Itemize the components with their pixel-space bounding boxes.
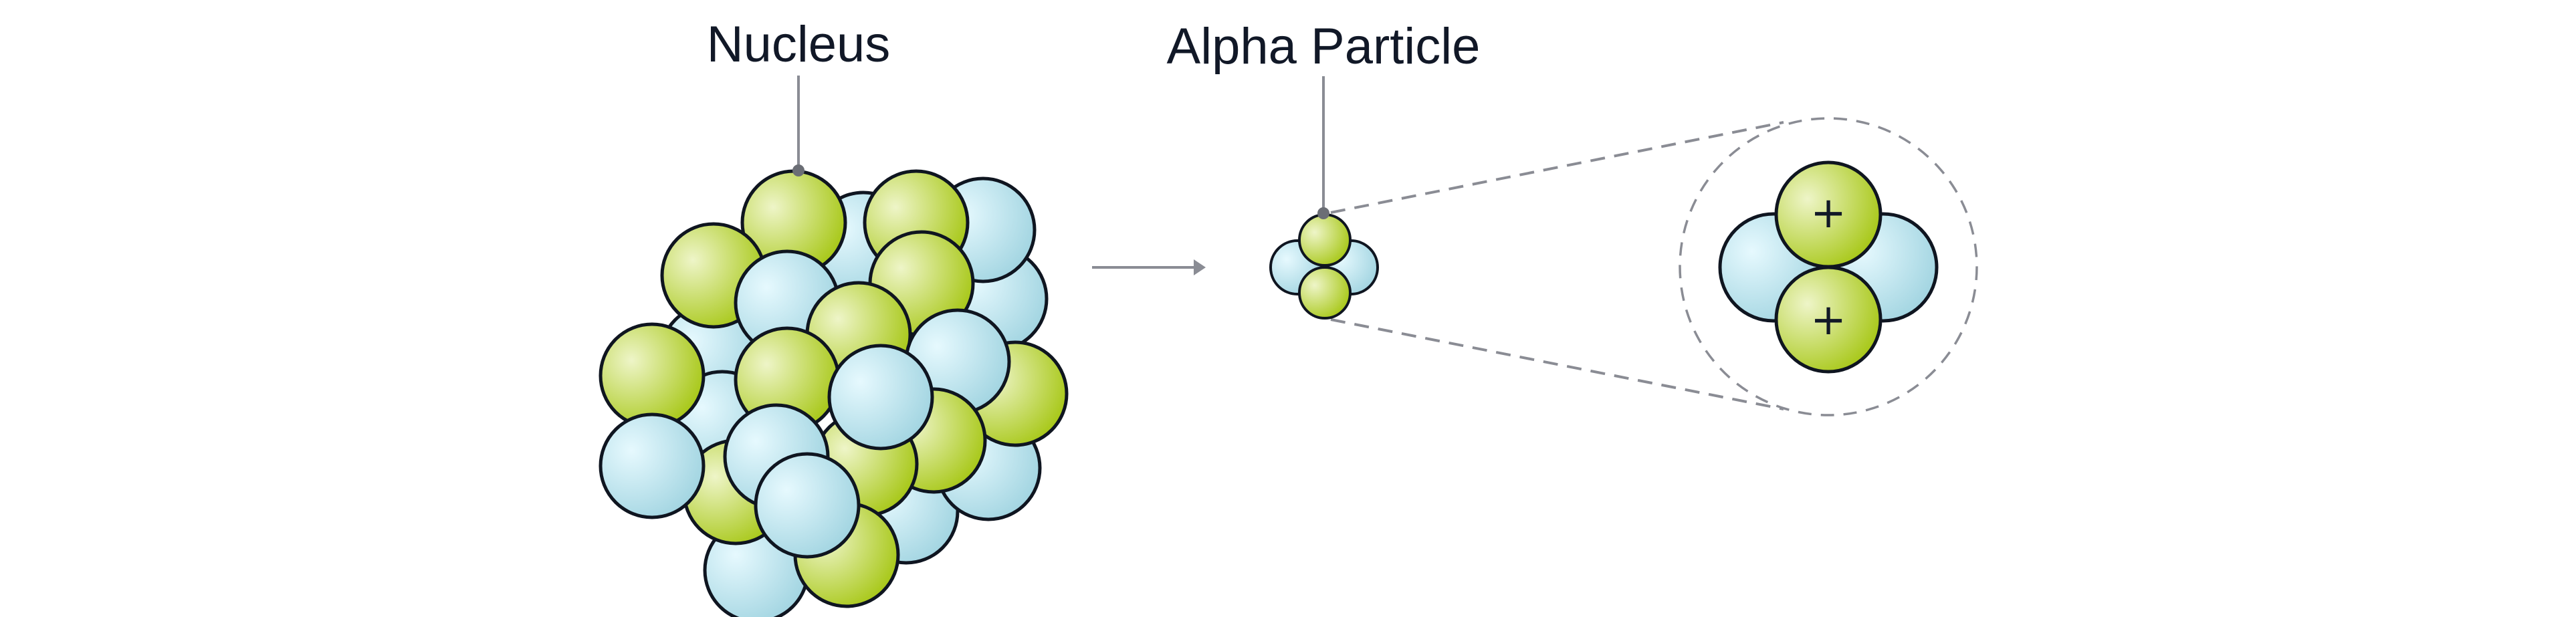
charge-label-2: + — [1810, 295, 1846, 345]
alpha-particle-small — [1269, 213, 1379, 320]
zoom-guide-top — [1330, 121, 1784, 214]
zoom-guides — [1330, 117, 1978, 416]
arrow — [1092, 259, 1206, 275]
zoom-guide-bottom — [1330, 318, 1784, 410]
neutron — [827, 344, 934, 451]
proton — [1774, 265, 1883, 374]
arrow-head-icon — [1194, 259, 1206, 275]
charge-label-1: + — [1810, 189, 1846, 238]
neutron — [599, 412, 706, 519]
neutron — [754, 452, 861, 559]
alpha-particle-label: Alpha Particle — [1167, 18, 1481, 75]
alpha-particle-magnified — [1718, 160, 1939, 374]
nucleus-label: Nucleus — [707, 16, 891, 73]
magnifier-circle — [1679, 117, 1978, 416]
proton — [1298, 213, 1352, 267]
alpha-leader-dot — [1317, 207, 1329, 219]
nucleus-cluster — [599, 169, 1069, 617]
proton — [1298, 266, 1352, 320]
proton — [599, 322, 706, 429]
nucleus-leader-dot — [792, 164, 804, 176]
